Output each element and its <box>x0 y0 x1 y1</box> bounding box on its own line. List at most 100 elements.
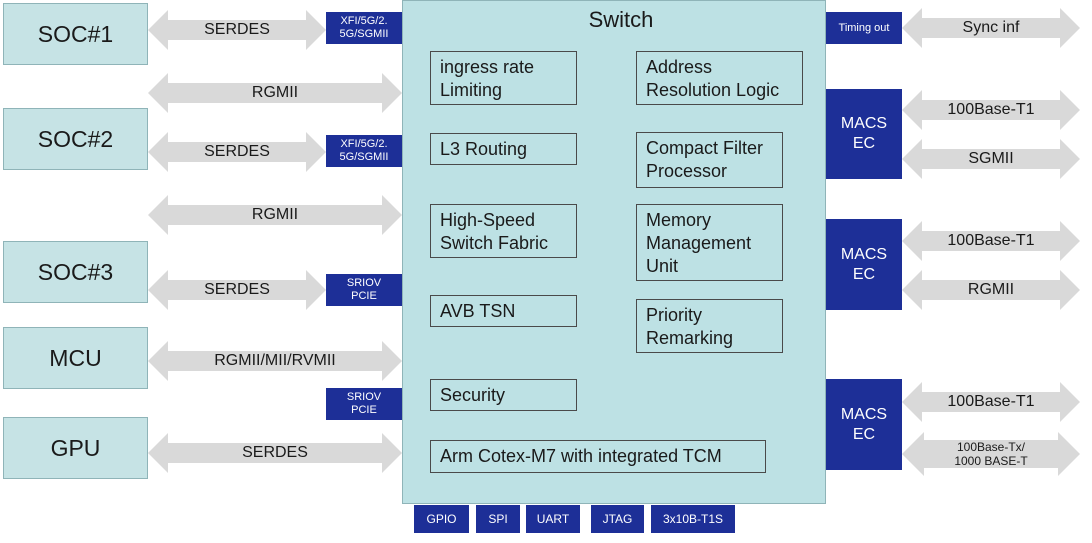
link-mcu-rgmii: RGMII/MII/RVMII <box>148 341 402 381</box>
link-r1-100base-t1: 100Base-T1 <box>902 90 1080 130</box>
xfi-tag-1: XFI/5G/2. 5G/SGMII <box>326 12 402 44</box>
timing-out-tag: Timing out <box>826 12 902 44</box>
macsec-block-3: MACS EC <box>826 379 902 470</box>
port-uart-label: UART <box>536 512 570 526</box>
sriov-tag-1-line2: PCIE <box>351 290 377 302</box>
xfi-tag-2-line1: XFI/5G/2. <box>340 138 388 150</box>
fn-arm-line1: Arm Cotex-M7 with integrated TCM <box>440 446 722 466</box>
mcu-block: MCU <box>3 327 148 389</box>
xfi-tag-2-line2: 5G/SGMII <box>339 151 389 163</box>
fn-priority-remarking: Priority Remarking <box>636 299 783 353</box>
fn-address-resolution: Address Resolution Logic <box>636 51 803 105</box>
soc1-label: SOC#1 <box>37 20 114 47</box>
link-sync-inf: Sync inf <box>902 8 1080 48</box>
fn-compact-line2: Processor <box>646 161 728 181</box>
link-r1-label: 100Base-T1 <box>947 101 1035 118</box>
macsec-3-line1: MACS <box>840 405 888 423</box>
fn-fabric-line2: Switch Fabric <box>440 233 549 253</box>
fn-address-line2: Resolution Logic <box>646 80 780 100</box>
fn-l3-line1: L3 Routing <box>440 139 528 159</box>
sriov-tag-1: SRIOV PCIE <box>326 274 402 306</box>
gpu-block: GPU <box>3 417 148 479</box>
link-r2-sgmii: SGMII <box>902 139 1080 179</box>
gpu-label: GPU <box>50 434 101 461</box>
link-gpu-serdes: SERDES <box>148 433 402 473</box>
port-jtag: JTAG <box>591 505 644 533</box>
xfi-tag-1-line1: XFI/5G/2. <box>340 15 388 27</box>
link-rgmii-2-label: RGMII <box>251 206 299 223</box>
mcu-label: MCU <box>49 344 102 371</box>
port-gpio-label: GPIO <box>426 512 457 526</box>
link-rgmii-1: RGMII <box>148 73 402 113</box>
link-r6-line1: 100Base-Tx/ <box>956 440 1026 454</box>
fn-memory-line2: Management <box>646 233 752 253</box>
link-rgmii-1-label: RGMII <box>251 84 299 101</box>
soc3-block: SOC#3 <box>3 241 148 303</box>
fn-memory-line1: Memory <box>646 210 712 230</box>
fn-security-line1: Security <box>440 385 506 405</box>
soc1-block: SOC#1 <box>3 3 148 65</box>
link-r2-label: SGMII <box>968 150 1014 167</box>
fn-arm-cortex: Arm Cotex-M7 with integrated TCM <box>430 440 766 473</box>
link-sync-inf-label: Sync inf <box>962 19 1020 36</box>
link-rgmii-2: RGMII <box>148 195 402 235</box>
fn-ingress-line1: ingress rate <box>440 57 535 77</box>
switch-title: Switch <box>588 7 654 32</box>
link-soc1-serdes-label: SERDES <box>204 21 270 38</box>
fn-avb-tsn: AVB TSN <box>430 295 577 327</box>
fn-priority-line2: Remarking <box>646 328 734 348</box>
fn-priority-line1: Priority <box>646 305 703 325</box>
fn-memory-line3: Unit <box>646 256 679 276</box>
link-r3-100base-t1: 100Base-T1 <box>902 221 1080 261</box>
soc2-block: SOC#2 <box>3 108 148 170</box>
port-3x10b-t1s: 3x10B-T1S <box>651 505 735 533</box>
xfi-tag-2: XFI/5G/2. 5G/SGMII <box>326 135 402 167</box>
link-soc1-serdes: SERDES <box>148 10 326 50</box>
macsec-block-2: MACS EC <box>826 219 902 310</box>
macsec-1-line2: EC <box>852 135 876 152</box>
fn-avb-line1: AVB TSN <box>440 301 516 321</box>
port-3x10b-label: 3x10B-T1S <box>662 512 724 526</box>
fn-ingress-rate-limiting: ingress rate Limiting <box>430 51 577 105</box>
sriov-tag-1-line1: SRIOV <box>346 277 382 289</box>
fn-address-line1: Address <box>646 57 713 77</box>
sriov-tag-2-line2: PCIE <box>351 404 377 416</box>
fn-security: Security <box>430 379 577 411</box>
link-r4-rgmii: RGMII <box>902 270 1080 310</box>
fn-fabric-line1: High-Speed <box>440 210 536 230</box>
link-r6-line2: 1000 BASE-T <box>954 454 1028 468</box>
fn-ingress-line2: Limiting <box>440 80 503 100</box>
link-r5-100base-t1: 100Base-T1 <box>902 382 1080 422</box>
link-r6-100base-tx: 100Base-Tx/ 1000 BASE-T <box>902 432 1080 476</box>
xfi-tag-1-line2: 5G/SGMII <box>339 28 389 40</box>
fn-compact-filter: Compact Filter Processor <box>636 132 783 188</box>
port-jtag-label: JTAG <box>602 512 633 526</box>
fn-l3-routing: L3 Routing <box>430 133 577 165</box>
timing-out-label: Timing out <box>838 21 890 34</box>
port-uart: UART <box>526 505 580 533</box>
fn-compact-line1: Compact Filter <box>646 138 764 158</box>
macsec-2-line2: EC <box>852 265 876 283</box>
link-r4-label: RGMII <box>967 281 1015 298</box>
macsec-1-line1: MACS <box>840 115 888 132</box>
soc3-label: SOC#3 <box>37 258 114 285</box>
port-spi-label: SPI <box>488 512 508 526</box>
link-r6-label: 100Base-Tx/ 1000 BASE-T <box>902 432 1080 476</box>
link-soc2-serdes-label: SERDES <box>204 143 270 160</box>
soc2-label: SOC#2 <box>37 125 114 152</box>
link-soc3-serdes: SERDES <box>148 270 326 310</box>
fn-switch-fabric: High-Speed Switch Fabric <box>430 204 577 258</box>
macsec-2-line1: MACS <box>840 245 888 263</box>
link-r3-label: 100Base-T1 <box>947 232 1035 249</box>
link-gpu-serdes-label: SERDES <box>242 444 308 461</box>
link-soc3-serdes-label: SERDES <box>204 281 270 298</box>
sriov-tag-2-line1: SRIOV <box>346 391 382 403</box>
port-gpio: GPIO <box>414 505 469 533</box>
macsec-3-line2: EC <box>852 425 876 443</box>
port-spi: SPI <box>476 505 520 533</box>
link-r5-label: 100Base-T1 <box>947 393 1035 410</box>
sriov-tag-2: SRIOV PCIE <box>326 388 402 420</box>
macsec-block-1: MACS EC <box>826 89 902 179</box>
fn-memory-management: Memory Management Unit <box>636 204 783 281</box>
link-mcu-rgmii-label: RGMII/MII/RVMII <box>214 352 336 369</box>
